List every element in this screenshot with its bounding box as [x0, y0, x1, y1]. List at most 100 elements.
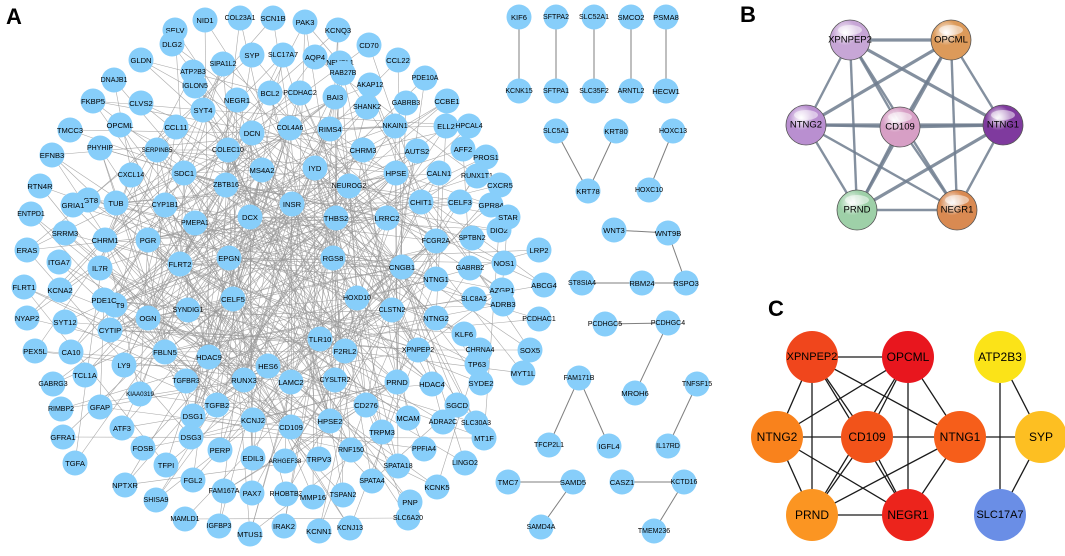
- node-col4a6[interactable]: COL4A6: [277, 115, 304, 141]
- node-fkbp5[interactable]: FKBP5: [80, 88, 106, 114]
- node-celf5[interactable]: CELF5: [220, 286, 246, 312]
- node-trpv3[interactable]: TRPV3: [306, 446, 332, 472]
- node-rbm24[interactable]: RBM24: [629, 270, 655, 296]
- node-kcnj13[interactable]: KCNJ13: [337, 515, 363, 541]
- node-rspo3[interactable]: RSPO3: [673, 270, 699, 296]
- node-ccl11[interactable]: CCL11: [163, 114, 189, 140]
- node-rims4[interactable]: RIMS4: [317, 116, 343, 142]
- node-lrrc2[interactable]: LRRC2: [374, 205, 400, 231]
- node-kcnq3[interactable]: KCNQ3: [325, 17, 351, 43]
- node-kctd16[interactable]: KCTD16: [671, 469, 698, 495]
- node-krt80[interactable]: KRT80: [603, 118, 629, 144]
- node-igfbp3[interactable]: IGFBP3: [206, 513, 232, 539]
- node-chrm3[interactable]: CHRM3: [349, 137, 377, 163]
- node-prnd[interactable]: PRND: [384, 369, 410, 395]
- node-wnt3[interactable]: WNT3: [601, 217, 627, 243]
- node-cd109[interactable]: CD109: [278, 414, 304, 440]
- node-sdc1[interactable]: SDC1: [171, 160, 197, 186]
- node-dlg2[interactable]: DLG2: [159, 31, 185, 57]
- node-chrm1[interactable]: CHRM1: [91, 227, 119, 253]
- node-st8sia4[interactable]: ST8SIA4: [568, 270, 596, 296]
- node-pmepa1[interactable]: PMEPA1: [181, 210, 209, 236]
- node-irak2[interactable]: IRAK2: [271, 513, 297, 539]
- node-slc8a2[interactable]: SLC8A2: [461, 286, 487, 312]
- node-fosb[interactable]: FOSB: [130, 435, 156, 461]
- node-sipa1l2[interactable]: SIPA1L2: [209, 51, 237, 77]
- node-gfra1[interactable]: GFRA1: [50, 424, 76, 450]
- node-hpse2[interactable]: HPSE2: [317, 408, 343, 434]
- node-itga7[interactable]: ITGA7: [46, 249, 72, 275]
- node-cysltr2[interactable]: CYSLTR2: [320, 367, 351, 393]
- node-bai3[interactable]: BAI3: [322, 84, 348, 110]
- c-node-slc17a7[interactable]: SLC17A7: [974, 489, 1026, 541]
- node-syt12[interactable]: SYT12: [52, 309, 78, 335]
- node-sox5[interactable]: SOX5: [517, 337, 543, 363]
- node-samd5[interactable]: SAMD5: [560, 469, 586, 495]
- node-kiaa0319[interactable]: KIAA0319: [126, 381, 154, 407]
- node-sftpa2[interactable]: SFTPA2: [543, 4, 569, 30]
- node-rgs8[interactable]: RGS8: [320, 245, 346, 271]
- node-aff2[interactable]: AFF2: [450, 136, 476, 162]
- node-akap12[interactable]: AKAP12: [357, 72, 384, 98]
- node-cxcr5[interactable]: CXCR5: [487, 172, 513, 198]
- b-node-ntng1[interactable]: NTNG1: [982, 104, 1024, 146]
- node-iyd[interactable]: IYD: [302, 155, 328, 181]
- c-node-ntng1[interactable]: NTNG1: [934, 411, 986, 463]
- node-scn1b[interactable]: SCN1B: [260, 5, 286, 31]
- node-ppfia4[interactable]: PPFIA4: [411, 436, 437, 462]
- node-hdac4[interactable]: HDAC4: [419, 371, 445, 397]
- node-serpinb5[interactable]: SERPINB5: [142, 137, 173, 163]
- b-node-ntng2[interactable]: NTNG2: [785, 104, 827, 146]
- node-phyhip[interactable]: PHYHIP: [87, 135, 113, 161]
- node-syndig1[interactable]: SYNDIG1: [173, 297, 204, 323]
- node-edil3[interactable]: EDIL3: [240, 445, 266, 471]
- node-tmem236[interactable]: TMEM236: [638, 518, 670, 544]
- node-entpd1[interactable]: ENTPD1: [17, 201, 45, 227]
- node-gria1[interactable]: GRIA1: [60, 192, 86, 218]
- node-dsg1[interactable]: DSG1: [180, 403, 206, 429]
- node-arhgef38[interactable]: ARHGEF38: [269, 448, 302, 474]
- node-myt1l[interactable]: MYT1L: [510, 360, 536, 386]
- node-shank2[interactable]: SHANK2: [353, 94, 381, 120]
- node-hoxc10[interactable]: HOXC10: [635, 177, 663, 203]
- node-rnf150[interactable]: RNF150: [338, 437, 364, 463]
- node-rimbp2[interactable]: RIMBP2: [48, 396, 74, 422]
- node-ntng1[interactable]: NTNG1: [423, 266, 449, 292]
- node-ly9[interactable]: LY9: [111, 352, 137, 378]
- node-krt78[interactable]: KRT78: [575, 178, 601, 204]
- node-wnt9b[interactable]: WNT9B: [655, 220, 682, 246]
- node-pgr[interactable]: PGR: [135, 227, 161, 253]
- node-tspan2[interactable]: TSPAN2: [330, 482, 357, 508]
- node-mamld1[interactable]: MAMLD1: [170, 506, 200, 532]
- node-ogn[interactable]: OGN: [135, 305, 161, 331]
- b-node-prnd[interactable]: PRND: [836, 189, 878, 231]
- node-chit1[interactable]: CHIT1: [408, 189, 434, 215]
- c-node-xpnpep2[interactable]: XPNPEP2: [786, 331, 838, 383]
- node-tgfbr3[interactable]: TGFBR3: [172, 368, 200, 394]
- node-slc17a7[interactable]: SLC17A7: [268, 42, 298, 68]
- node-pde1c[interactable]: PDE1C: [91, 287, 117, 313]
- node-casz1[interactable]: CASZ1: [609, 469, 635, 495]
- node-tmcc3[interactable]: TMCC3: [57, 117, 83, 143]
- node-runx1t1[interactable]: RUNX1T1: [461, 163, 493, 189]
- node-tmc7[interactable]: TMC7: [495, 469, 521, 495]
- node-pcdhgc4[interactable]: PCDHGC4: [651, 310, 685, 336]
- node-ms4a2[interactable]: MS4A2: [249, 157, 275, 183]
- node-syp[interactable]: SYP: [239, 42, 265, 68]
- node-rhobtb3[interactable]: RHOBTB3: [269, 481, 303, 507]
- node-slc5a1[interactable]: SLC5A1: [543, 118, 569, 144]
- node-smco2[interactable]: SMCO2: [617, 4, 645, 30]
- node-hoxd10[interactable]: HOXD10: [343, 285, 371, 311]
- node-nkain1[interactable]: NKAIN1: [382, 113, 408, 139]
- node-hecw1[interactable]: HECW1: [652, 78, 680, 104]
- node-star[interactable]: STAR: [495, 204, 521, 230]
- node-ccbe1[interactable]: CCBE1: [434, 88, 460, 114]
- node-efnb3[interactable]: EFNB3: [39, 142, 65, 168]
- node-tcl1a[interactable]: TCL1A: [72, 362, 98, 388]
- node-f2rl2[interactable]: F2RL2: [332, 338, 358, 364]
- node-samd4a[interactable]: SAMD4A: [527, 514, 556, 540]
- node-srrm3[interactable]: SRRM3: [52, 220, 79, 246]
- node-fam167a[interactable]: FAM167A: [209, 478, 240, 504]
- node-ccl22[interactable]: CCL22: [385, 47, 411, 73]
- node-mt1f[interactable]: MT1F: [471, 425, 497, 451]
